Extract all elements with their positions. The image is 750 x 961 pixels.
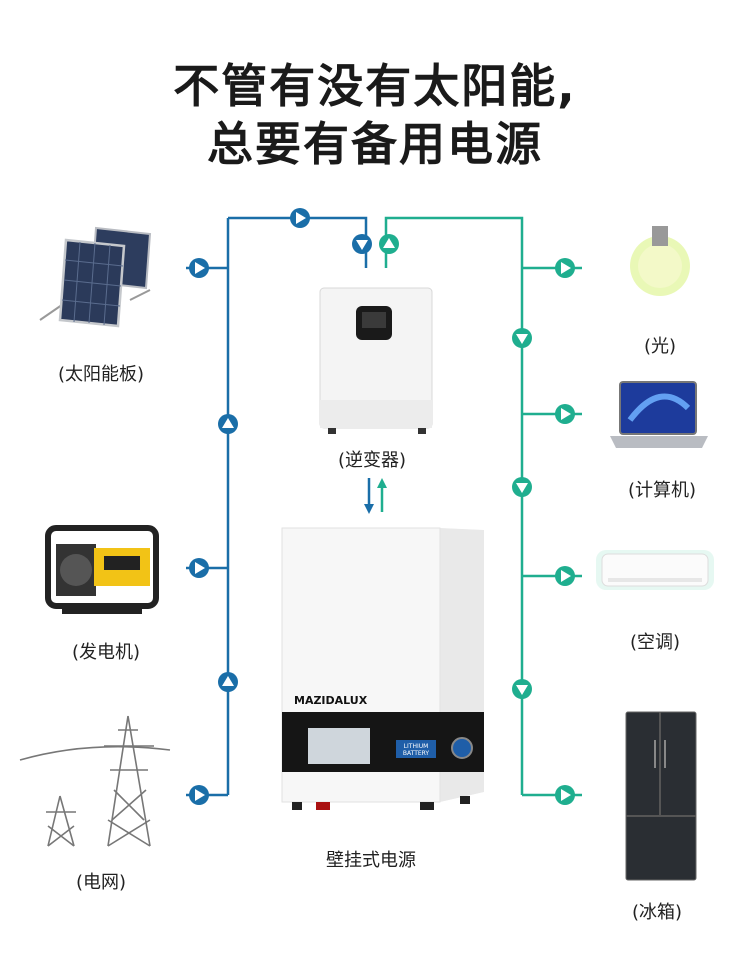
aircon-label: (空调) (630, 632, 681, 653)
fridge-label: (冰箱) (632, 902, 683, 923)
power-tower-icon (19, 715, 171, 847)
battery-label: 壁挂式电源 (326, 850, 416, 871)
solar-label: (太阳能板) (58, 364, 145, 385)
headline-line-2: 总要有备用电源 (207, 117, 543, 171)
battery-brand: MAZIDALUX (294, 694, 368, 707)
headline-line-1: 不管有没有太阳能, (173, 59, 577, 113)
grid-label: (电网) (76, 872, 127, 893)
light-bulb-icon (630, 226, 690, 296)
battery-icon (281, 527, 484, 810)
generator-label: (发电机) (72, 642, 141, 663)
inverter-icon (319, 287, 433, 434)
light-label: (光) (644, 336, 677, 357)
laptop-icon (610, 381, 708, 448)
output-flow-markers (379, 234, 575, 805)
inverter-battery-arrows (364, 478, 387, 514)
input-flow-markers (189, 208, 372, 805)
laptop-label: (计算机) (628, 480, 697, 501)
battery-tag: LITHIUM BATTERY (402, 743, 430, 757)
air-conditioner-icon (596, 550, 714, 590)
generator-icon (45, 525, 159, 614)
fridge-icon (625, 711, 697, 881)
inverter-label: (逆变器) (338, 450, 407, 471)
solar-panel-icon (39, 226, 152, 328)
